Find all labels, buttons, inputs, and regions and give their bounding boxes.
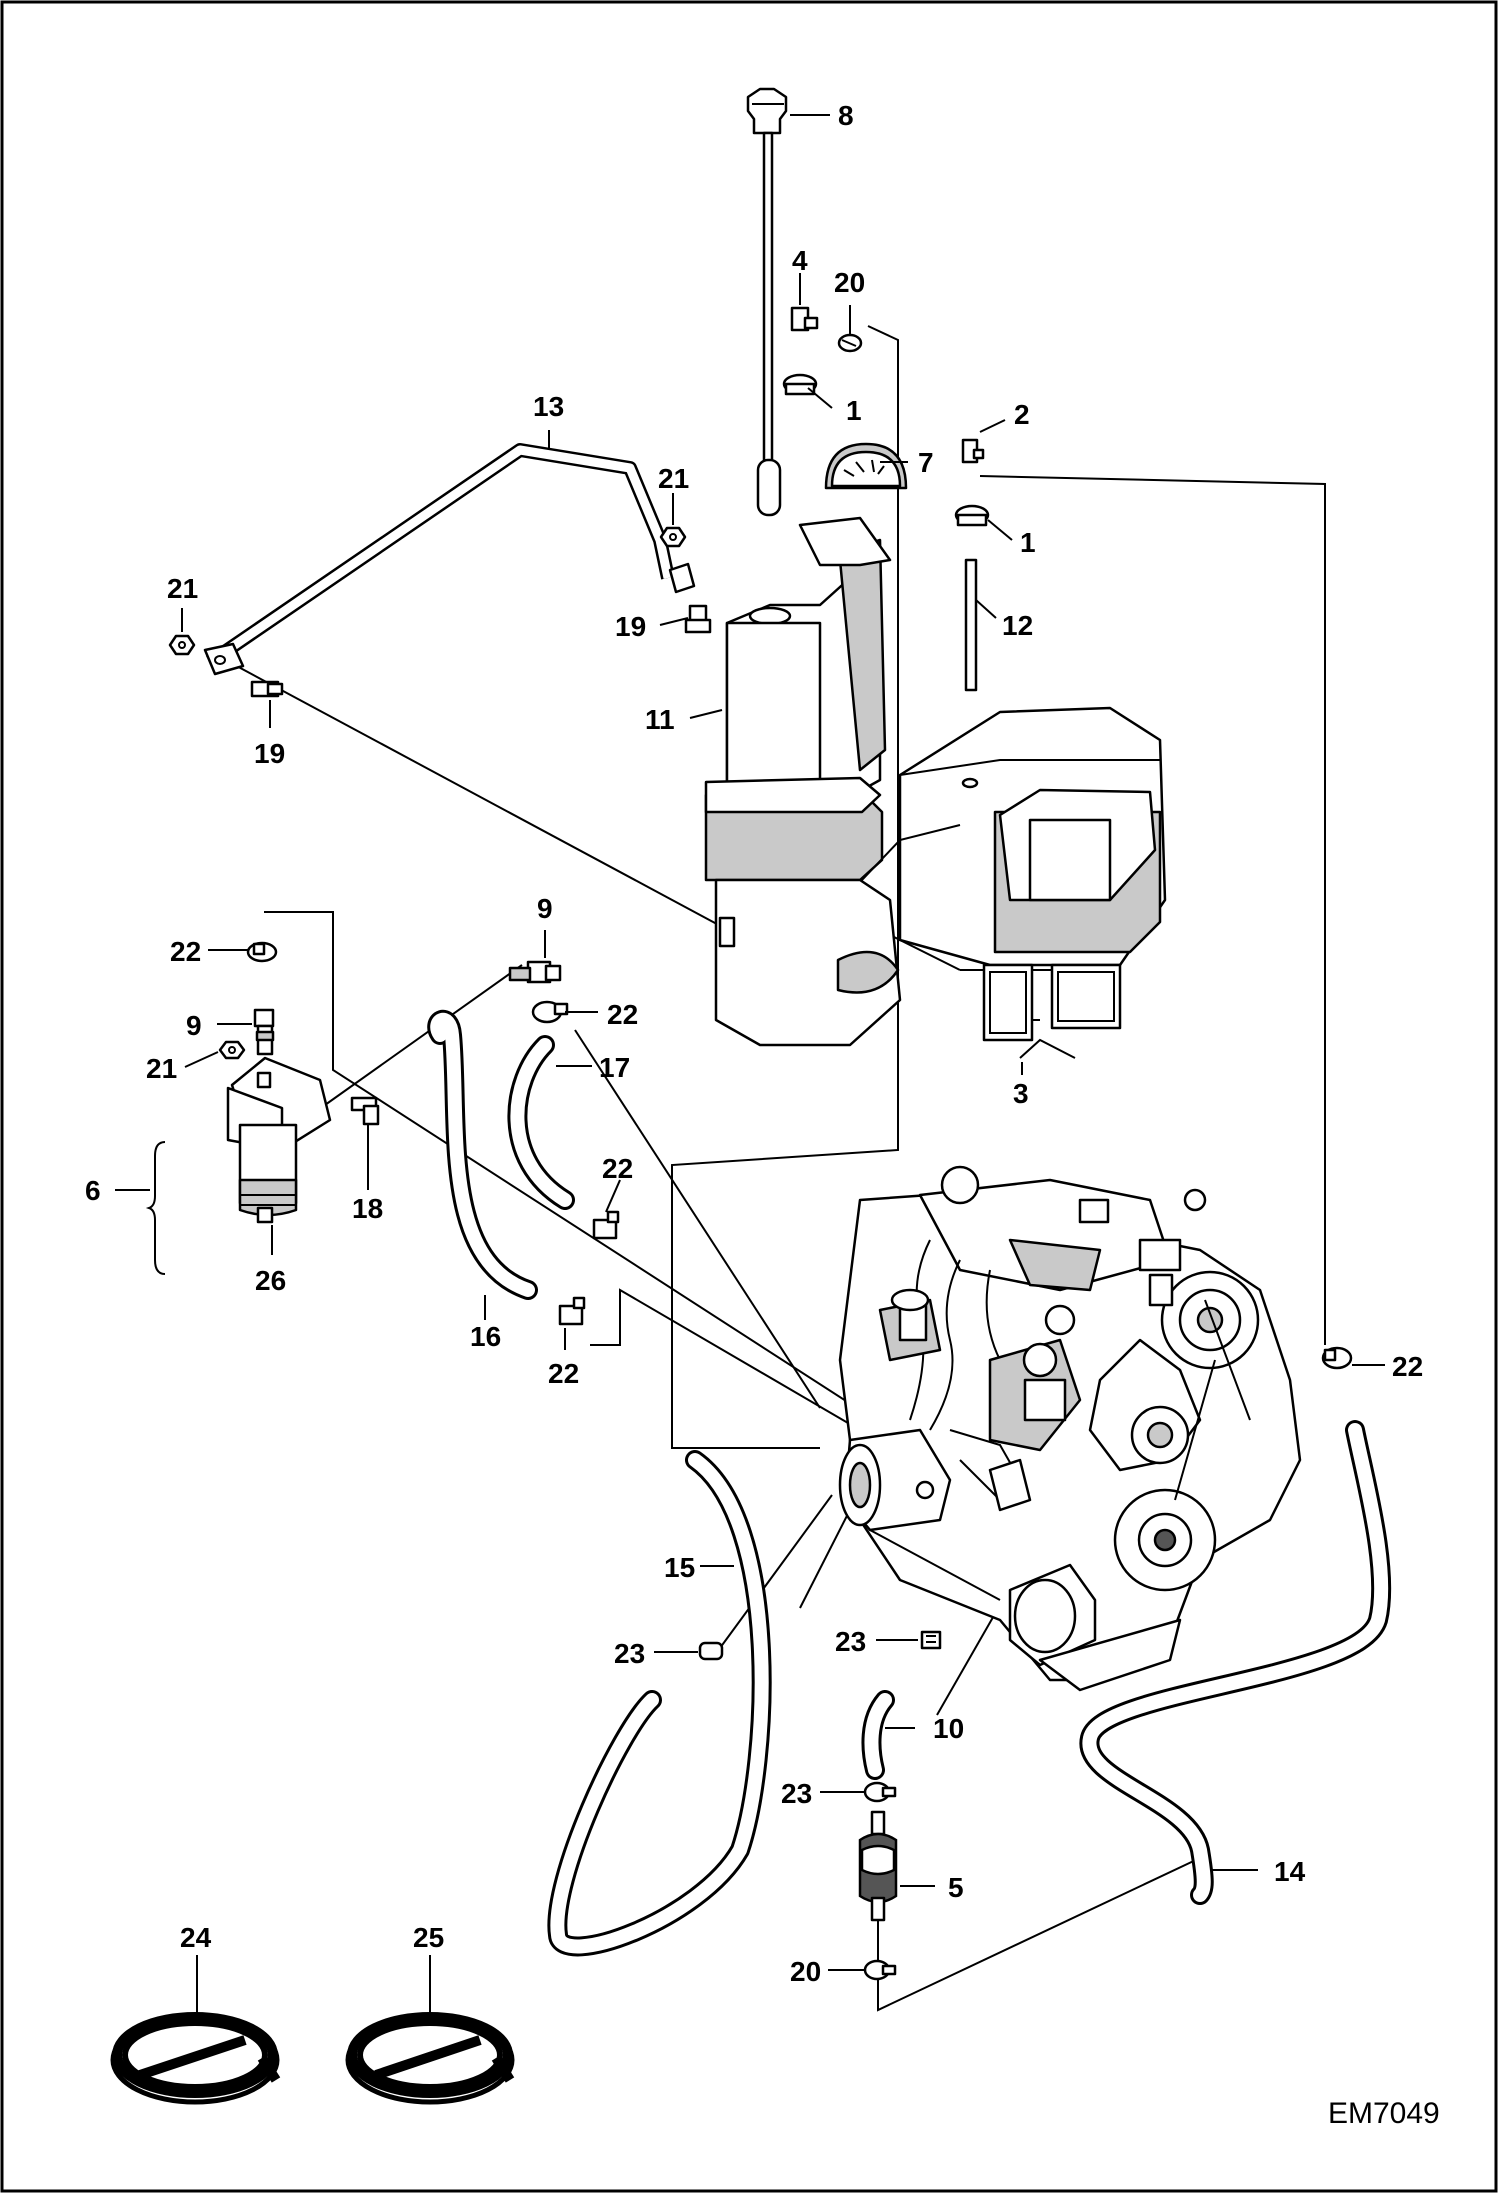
tube-12 <box>964 558 978 692</box>
fuel-gauge-sender <box>746 87 788 517</box>
sound-panels-3 <box>982 963 1122 1059</box>
hose-15 <box>547 1450 772 1957</box>
callout-16: 16 <box>470 1321 501 1352</box>
nut-21-filter <box>218 1040 246 1060</box>
callout-4: 4 <box>792 245 808 276</box>
clamp-22-right <box>1321 1346 1353 1370</box>
callout-25: 25 <box>413 1922 444 1953</box>
callout-17: 17 <box>599 1052 630 1083</box>
callout-20: 20 <box>790 1956 821 1987</box>
callout-15: 15 <box>664 1552 695 1583</box>
callout-22: 22 <box>602 1153 633 1184</box>
callout-19: 19 <box>254 738 285 769</box>
fuel-pump-5 <box>858 1810 898 1922</box>
clamp-22-hose16 <box>558 1296 586 1326</box>
callout-26: 26 <box>255 1265 286 1296</box>
leader-lines <box>115 114 1385 2015</box>
callout-21: 21 <box>167 573 198 604</box>
callout-23: 23 <box>781 1778 812 1809</box>
callout-23: 23 <box>835 1626 866 1657</box>
bolt-18 <box>350 1096 380 1126</box>
clamp-20-lower <box>863 1959 897 1981</box>
hose-14 <box>1079 1420 1392 1905</box>
callout-22: 22 <box>548 1358 579 1389</box>
callout-labels: 8 4 20 1 13 2 7 21 1 21 19 12 19 11 9 22… <box>85 100 1423 1987</box>
callout-21: 21 <box>146 1053 177 1084</box>
callout-8: 8 <box>838 100 854 131</box>
callout-9: 9 <box>186 1010 202 1041</box>
callout-2: 2 <box>1014 399 1030 430</box>
callout-11: 11 <box>645 704 675 735</box>
callout-22: 22 <box>170 936 201 967</box>
bolt-19-left <box>250 680 284 698</box>
hose-16 <box>427 1010 538 1300</box>
callout-24: 24 <box>180 1922 212 1953</box>
fitting-9-left <box>253 1008 275 1056</box>
fitting-2 <box>961 438 985 464</box>
engine-assembly <box>838 1165 1302 1692</box>
callout-14: 14 <box>1274 1856 1306 1887</box>
callout-19: 19 <box>615 611 646 642</box>
callout-6: 6 <box>85 1175 101 1206</box>
nut-21-left <box>168 634 196 656</box>
callout-7: 7 <box>918 447 934 478</box>
fitting-9-right <box>508 960 562 984</box>
callout-1: 1 <box>1020 527 1036 558</box>
bracket-6 <box>145 1141 166 1275</box>
tank-strap <box>203 443 696 676</box>
callout-18: 18 <box>352 1193 383 1224</box>
callout-20: 20 <box>834 267 865 298</box>
callout-13: 13 <box>533 391 564 422</box>
hose-coil-24 <box>110 2012 281 2105</box>
bolt-19-right <box>684 604 712 634</box>
hose-coil-25 <box>345 2012 515 2105</box>
callout-10: 10 <box>933 1713 964 1744</box>
callout-3: 3 <box>1013 1078 1029 1109</box>
callout-12: 12 <box>1002 610 1033 641</box>
grommet-1-right <box>954 504 990 527</box>
connector-lines <box>217 325 1326 2012</box>
fitting-4 <box>790 306 819 332</box>
callout-5: 5 <box>948 1872 964 1903</box>
fuel-filter-6 <box>226 1056 332 1224</box>
callout-23: 23 <box>614 1638 645 1669</box>
clamp-23-left <box>698 1641 724 1661</box>
hose-17 <box>507 1035 575 1210</box>
fuel-cap <box>824 442 908 490</box>
nut-21-right <box>659 526 687 548</box>
clamp-23-lower <box>863 1781 897 1803</box>
callout-22: 22 <box>607 999 638 1030</box>
clamp-22-topleft <box>246 941 278 963</box>
hose-10 <box>861 1690 895 1780</box>
clamp-23-mid <box>920 1630 942 1650</box>
callout-1: 1 <box>846 395 862 426</box>
fuel-tank <box>704 516 1167 1047</box>
clamp-22-hose17 <box>592 1210 620 1240</box>
callout-22: 22 <box>1392 1351 1423 1382</box>
clamp-22-mid <box>531 1000 569 1024</box>
drawing-code: EM7049 <box>1328 2097 1440 2130</box>
clamp-20-top <box>837 333 863 353</box>
callout-21: 21 <box>658 463 689 494</box>
callout-9: 9 <box>537 893 553 924</box>
